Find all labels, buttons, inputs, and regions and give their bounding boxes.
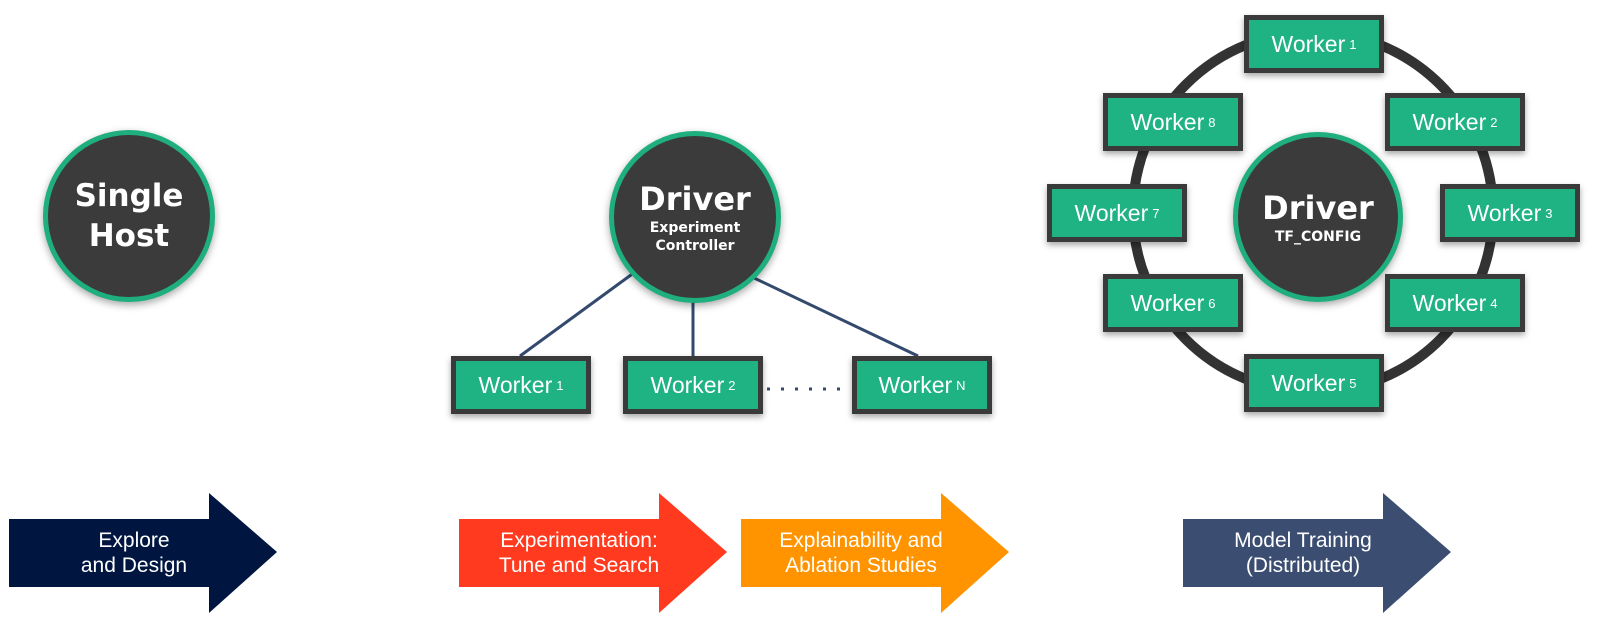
arrow-shape — [741, 493, 1009, 613]
single-host-node: Single Host — [43, 130, 215, 302]
worker-index: 1 — [556, 377, 564, 393]
arrow-label-line: (Distributed) — [1245, 554, 1361, 577]
arrow-label-line: Explore — [98, 529, 170, 552]
arrow-label-line: Ablation Studies — [785, 554, 937, 577]
driver-title: Driver — [639, 180, 751, 218]
worker-index: N — [956, 377, 966, 393]
worker-label: Worker — [1130, 108, 1205, 135]
arrow-label-line: Model Training — [1234, 529, 1372, 552]
worker-label: Worker — [878, 371, 953, 398]
worker-label: Worker — [1074, 199, 1149, 226]
worker-label: Worker — [1412, 289, 1487, 316]
arrow-experimentation: Experimentation: Tune and Search — [459, 493, 729, 613]
arrow-label-line: Explainability and — [779, 529, 943, 552]
worker-label: Worker — [1467, 199, 1542, 226]
worker-index: 5 — [1349, 375, 1357, 391]
connector-line — [751, 275, 919, 358]
arrow-shape — [459, 493, 727, 613]
driver-subtitle-2: Controller — [655, 238, 735, 254]
arrow-label: Experimentation: Tune and Search — [459, 528, 699, 578]
worker-index: 6 — [1208, 295, 1216, 311]
worker-label: Worker — [1271, 369, 1346, 396]
arrow-explore-design: Explore and Design — [9, 493, 279, 613]
connector-line — [519, 270, 636, 358]
arrow-label: Explore and Design — [9, 528, 259, 578]
arrow-model-training: Model Training (Distributed) — [1183, 493, 1453, 613]
worker-index: 3 — [1545, 205, 1553, 221]
arrow-label: Explainability and Ablation Studies — [741, 528, 981, 578]
worker-index: 4 — [1490, 295, 1498, 311]
worker-index: 1 — [1349, 36, 1357, 52]
worker-index: 8 — [1208, 114, 1216, 130]
worker-label: Worker — [650, 371, 725, 398]
arrow-label: Model Training (Distributed) — [1183, 528, 1423, 578]
arrow-shape — [1183, 493, 1451, 613]
single-host-line-1: Single — [74, 178, 184, 214]
arrow-explainability: Explainability and Ablation Studies — [741, 493, 1011, 613]
arrow-label-line: Tune and Search — [498, 554, 660, 577]
arrow-label-line: Experimentation: — [500, 529, 658, 552]
arrow-shape — [9, 493, 277, 613]
single-host-line-2: Host — [88, 218, 170, 254]
arrow-label-line: and Design — [80, 554, 188, 577]
distributed-driver-node: Driver TF_CONFIG — [1233, 132, 1403, 302]
worker-index: 7 — [1152, 205, 1160, 221]
driver-subtitle-1: Experiment — [649, 220, 741, 236]
worker-index: 2 — [1490, 114, 1498, 130]
worker-label: Worker — [478, 371, 553, 398]
worker-label: Worker — [1130, 289, 1205, 316]
experiment-driver-node: Driver Experiment Controller — [609, 131, 781, 303]
worker-label: Worker — [1412, 108, 1487, 135]
worker-label: Worker — [1271, 30, 1346, 57]
worker-index: 2 — [728, 377, 736, 393]
driver-subtitle: TF_CONFIG — [1274, 229, 1362, 245]
driver-title: Driver — [1262, 189, 1374, 227]
